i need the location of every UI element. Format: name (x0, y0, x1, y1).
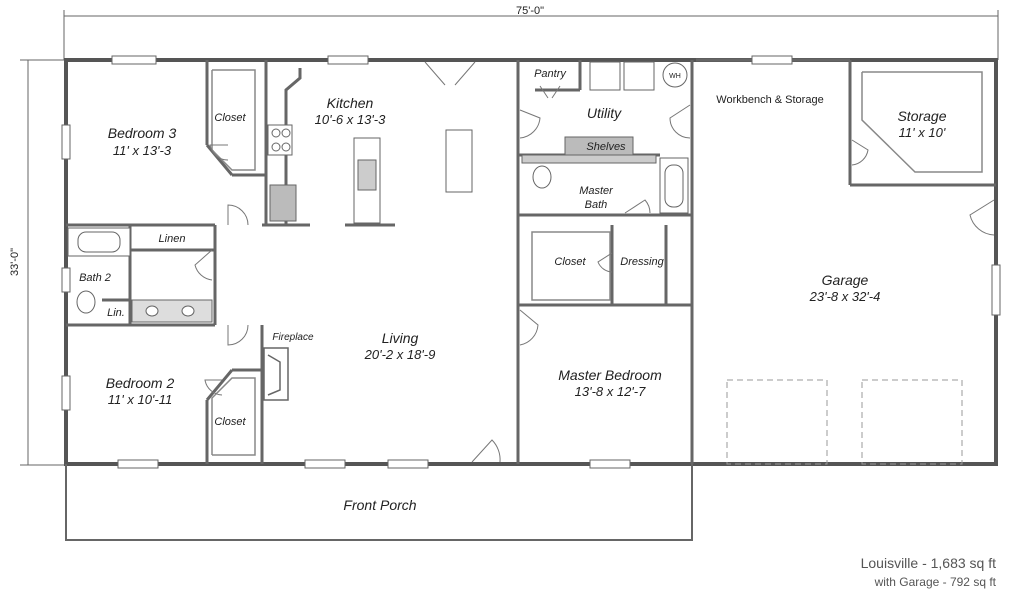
depth-dimension: 33'-0" (9, 248, 21, 276)
living-size: 20'-2 x 18'-9 (364, 347, 436, 362)
kitchen-fixtures (267, 68, 473, 225)
kitchen-label: Kitchen (327, 95, 374, 111)
closet-master-label: Closet (554, 256, 586, 268)
bedroom2-size: 11' x 10'-11 (108, 392, 172, 407)
width-dimension: 75'-0" (516, 5, 544, 17)
closet-b3-label: Closet (214, 112, 246, 124)
master-bath-label-2: Bath (585, 199, 608, 211)
dressing-label: Dressing (620, 256, 664, 268)
storage-inner (211, 69, 983, 456)
garage-size: 23'-8 x 32'-4 (809, 289, 881, 304)
dimension-lines (20, 10, 999, 466)
bedroom3-size: 11' x 13'-3 (113, 143, 172, 158)
wh-label: WH (669, 73, 681, 80)
lin-label: Lin. (107, 307, 125, 319)
master-bedroom-size: 13'-8 x 12'-7 (575, 384, 646, 399)
interior-walls (66, 58, 996, 464)
caption-line1: Louisville - 1,683 sq ft (861, 555, 997, 571)
doors (194, 61, 995, 463)
bath2-fixtures (67, 227, 213, 323)
garage-label: Garage (822, 272, 869, 288)
master-bath-label: Master (579, 185, 614, 197)
bedroom3-label: Bedroom 3 (108, 125, 177, 141)
shelves-label: Shelves (586, 141, 626, 153)
storage-size: 11' x 10' (899, 125, 946, 140)
pantry-label: Pantry (534, 68, 567, 80)
caption-line2: with Garage - 792 sq ft (874, 575, 997, 589)
front-porch-outline (65, 464, 693, 541)
windows (61, 55, 1001, 469)
bedroom2-label: Bedroom 2 (106, 375, 175, 391)
kitchen-size: 10'-6 x 13'-3 (315, 112, 386, 127)
linen-label: Linen (159, 233, 186, 245)
front-porch-label: Front Porch (343, 497, 416, 513)
garage-doors (726, 379, 963, 465)
workbench-label: Workbench & Storage (716, 94, 823, 106)
storage-label: Storage (897, 108, 946, 124)
utility-fixtures (521, 61, 689, 214)
master-bedroom-label: Master Bedroom (558, 367, 662, 383)
closet-b2-label: Closet (214, 416, 246, 428)
utility-label: Utility (587, 105, 622, 121)
exterior-walls (64, 58, 998, 466)
fireplace-label: Fireplace (272, 332, 314, 343)
bath2-label: Bath 2 (79, 272, 111, 284)
fireplace-fixture (263, 347, 289, 401)
living-label: Living (382, 330, 419, 346)
